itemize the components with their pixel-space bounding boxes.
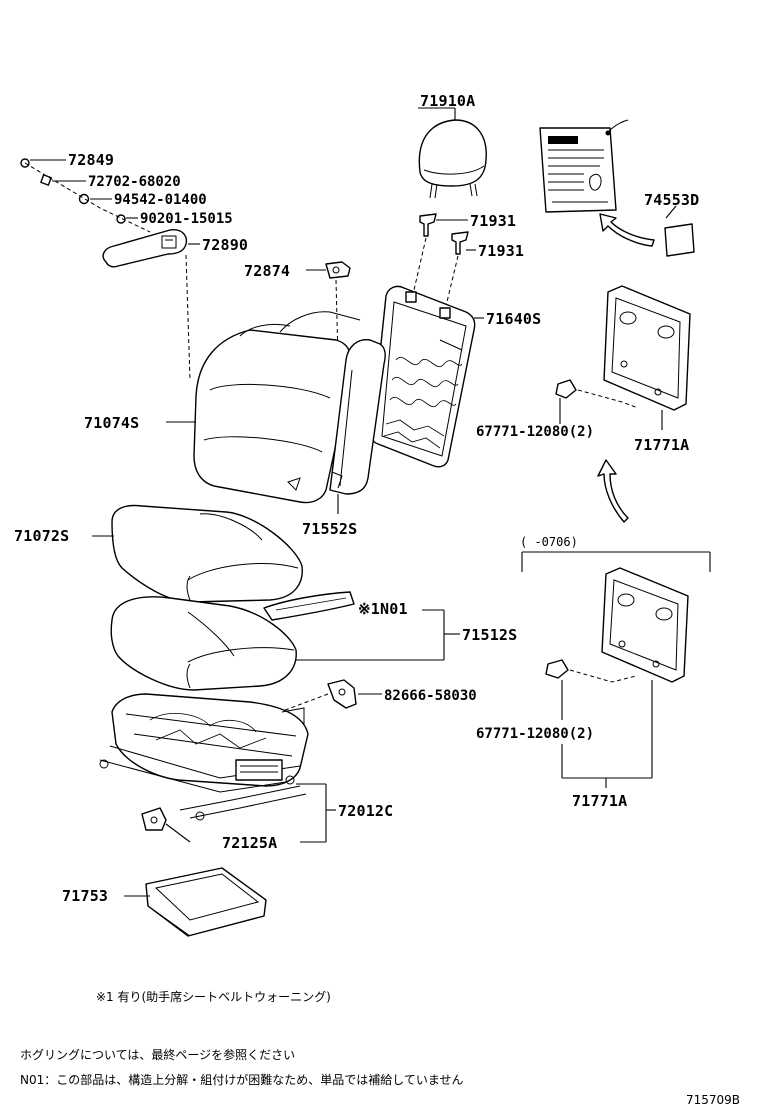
connector-82666 — [327, 679, 357, 709]
headrest-guide-lower — [451, 231, 469, 255]
label-71552S: 71552S — [302, 520, 357, 538]
label-72849: 72849 — [68, 151, 114, 169]
label-67771-12080-upper: 67771-12080(2) — [476, 424, 594, 440]
under-seat-tray-illustration — [145, 867, 267, 937]
occupant-sensor-mat-illustration — [263, 591, 355, 621]
note-N01-supply: N01：この部品は、構造上分解・組付けが困難なため、単品では補給していません — [20, 1072, 464, 1087]
label-71512S: 71512S — [462, 626, 517, 644]
seatback-board-lower-illustration — [601, 567, 689, 683]
clip-67771-upper — [555, 379, 577, 399]
fastener-72702 — [40, 174, 52, 186]
headrest-illustration — [418, 119, 487, 199]
back-board-illustration — [329, 339, 386, 495]
armrest-illustration — [102, 229, 188, 268]
label-71072S: 71072S — [14, 527, 69, 545]
seat-frame-adjuster-illustration — [99, 693, 309, 821]
label-74553D: 74553D — [644, 191, 699, 209]
label-production-range: ( -0706) — [520, 535, 578, 549]
label-71910A: 71910A — [420, 92, 475, 110]
label-72890: 72890 — [202, 236, 248, 254]
fastener-washer-94542 — [78, 193, 90, 205]
label-94542-01400: 94542-01400 — [114, 192, 207, 208]
label-71771A-upper: 71771A — [634, 436, 689, 454]
label-71640S: 71640S — [486, 310, 541, 328]
label-71771A-lower: 71771A — [572, 792, 627, 810]
note-hog-ring: ホグリングについては、最終ページを参照ください — [20, 1047, 295, 1062]
warning-label-card-illustration — [539, 119, 695, 257]
seatback-board-upper-illustration — [603, 285, 691, 411]
seat-cushion-illustration — [110, 596, 297, 691]
label-N01: ※1N01 — [358, 600, 408, 618]
note-seatbelt-warning: ※1 有り(助手席シートベルトウォーニング) — [96, 989, 331, 1004]
label-72702-68020: 72702-68020 — [88, 174, 181, 190]
label-71931-lower: 71931 — [478, 242, 524, 260]
label-72125A: 72125A — [222, 834, 277, 852]
adjuster-bracket-72125A — [141, 807, 167, 831]
arrow-curved-up — [597, 459, 629, 523]
label-71753: 71753 — [62, 887, 108, 905]
label-90201-15015: 90201-15015 — [140, 211, 233, 227]
clip-67771-lower — [545, 659, 569, 679]
figure-id: 715709B — [686, 1093, 740, 1107]
arrow-curved-left — [599, 213, 655, 247]
label-72012C: 72012C — [338, 802, 393, 820]
seatback-frame-illustration — [370, 285, 476, 468]
label-82666-58030: 82666-58030 — [384, 688, 477, 704]
label-67771-12080-lower: 67771-12080(2) — [476, 726, 594, 742]
label-71074S: 71074S — [84, 414, 139, 432]
headrest-guide-upper — [419, 213, 437, 237]
label-71931-upper: 71931 — [470, 212, 516, 230]
seat-cushion-cover-illustration — [111, 504, 303, 603]
label-72874: 72874 — [244, 262, 290, 280]
clip-72874 — [325, 261, 351, 279]
